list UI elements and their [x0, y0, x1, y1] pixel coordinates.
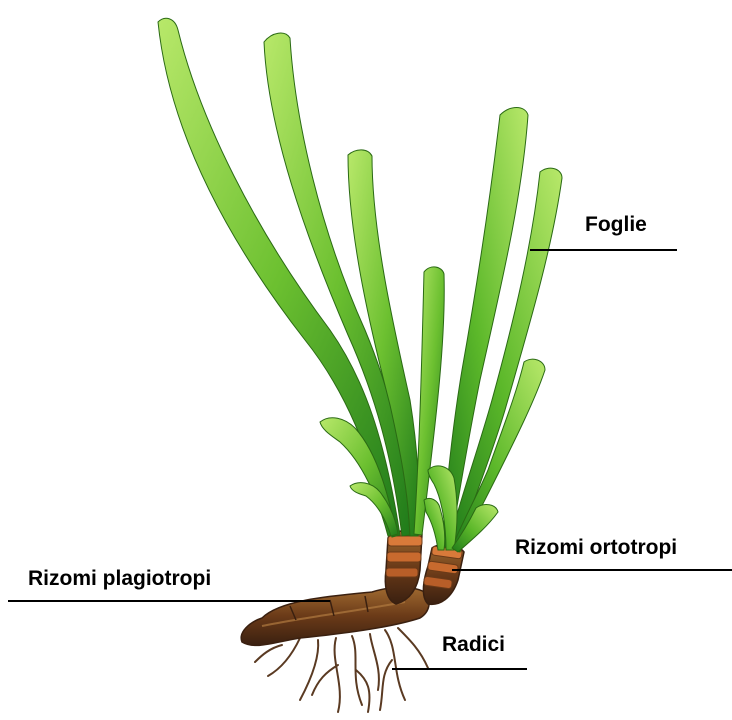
label-radici: Radici: [442, 633, 505, 657]
label-rizomi-plagiotropi: Rizomi plagiotropi: [28, 567, 211, 591]
label-foglie: Foglie: [585, 213, 647, 237]
foglie-shoot-left: [158, 18, 444, 537]
foglie-shoot-right: [424, 108, 562, 553]
label-rizomi-ortotropi: Rizomi ortotropi: [515, 536, 677, 560]
